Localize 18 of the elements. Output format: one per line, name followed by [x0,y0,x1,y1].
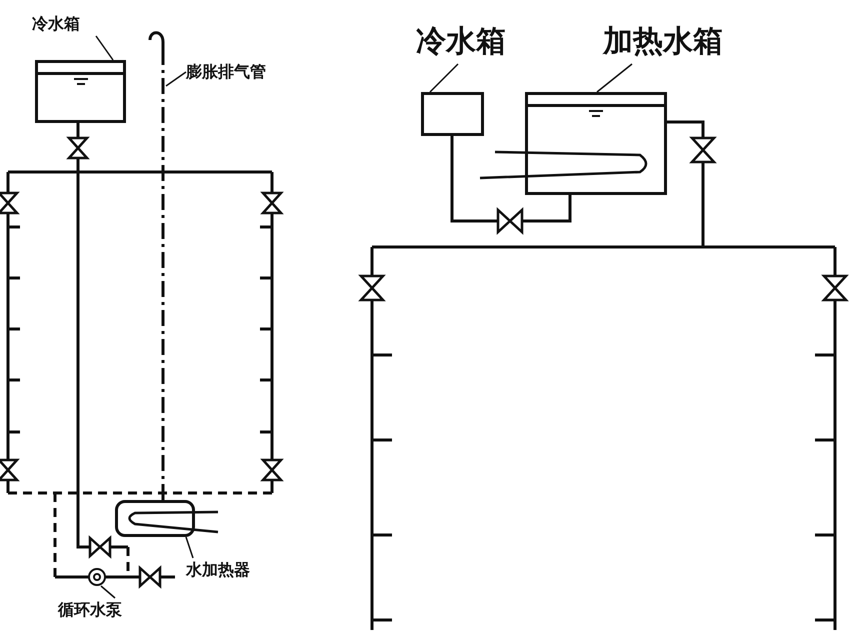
leader-line [185,536,194,558]
leader-line [429,63,459,93]
leader-line [100,585,116,599]
component-label: 加热水箱 [603,20,767,64]
water-tank [35,60,126,123]
pipe [450,136,572,222]
water-tank [525,92,667,195]
leader-line [166,71,186,87]
water-tank [421,92,484,136]
leader-line [95,36,114,60]
component-label: 冷水箱 [416,20,540,64]
component-label: 循环水泵 [58,598,148,622]
leader-line [596,63,632,93]
component-label: 水加热器 [186,558,280,582]
water-heater [115,500,195,537]
component-label: 冷水箱 [32,12,98,36]
pump-symbol [88,568,106,586]
component-label: 膨胀排气管 [186,60,290,84]
